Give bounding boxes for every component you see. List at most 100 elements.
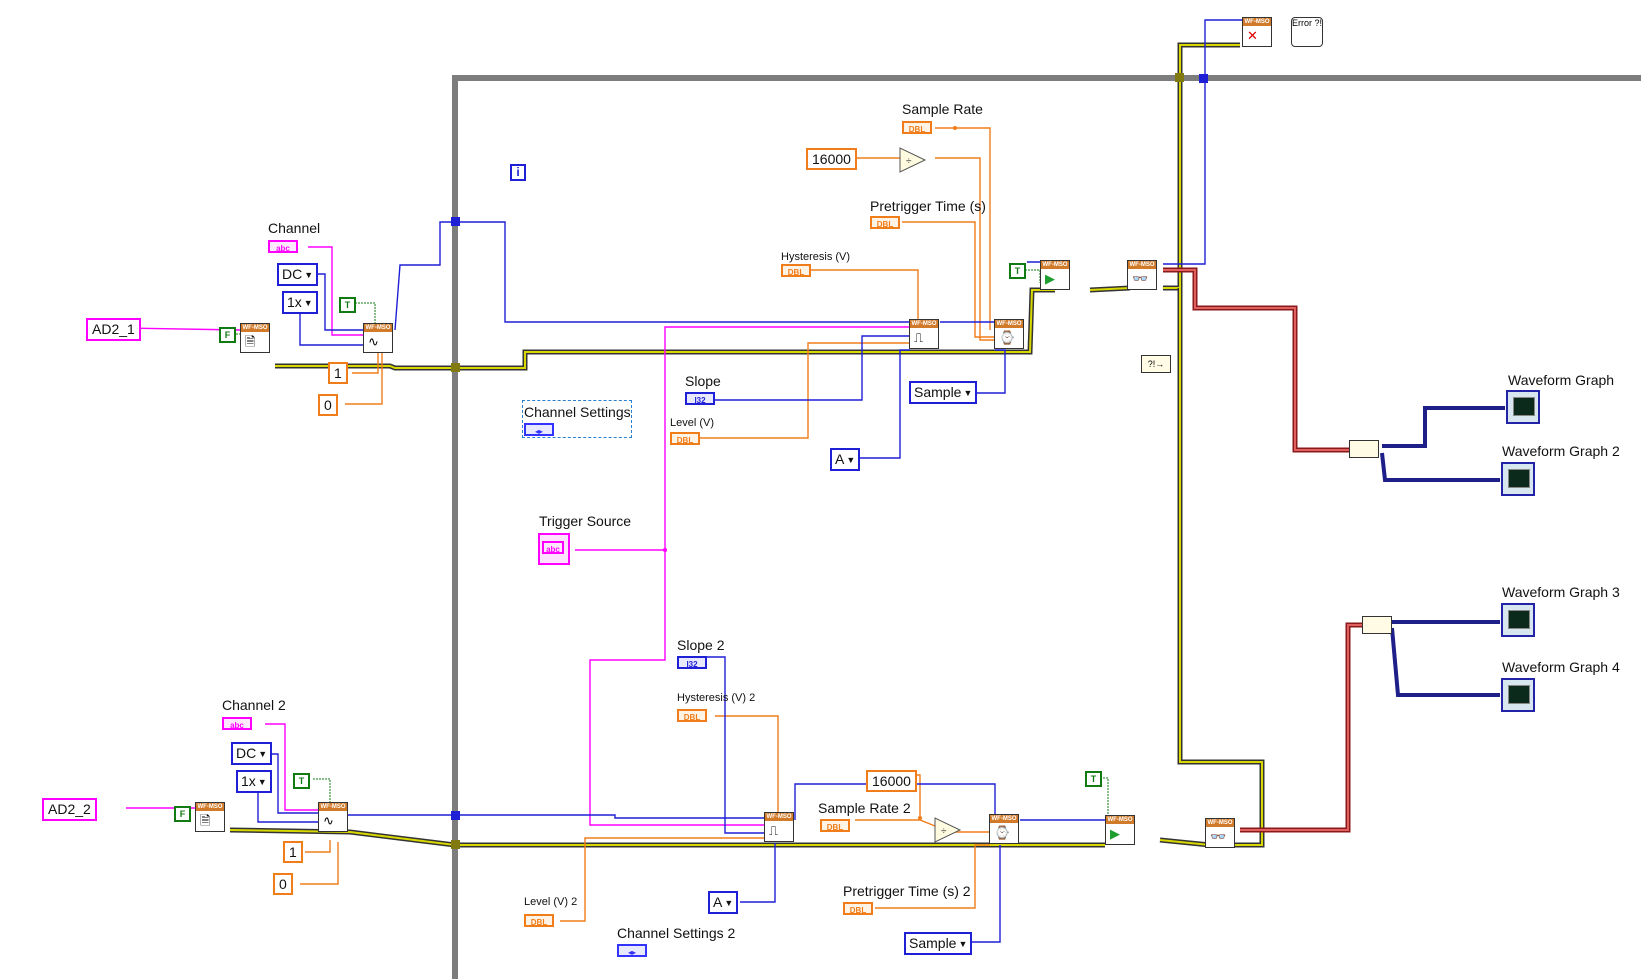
timing-config-icon: ⌚ xyxy=(994,825,1011,840)
probe-ring-2[interactable]: 1x▼ xyxy=(236,770,272,793)
int-wires[interactable] xyxy=(257,19,1246,943)
svg-text:÷: ÷ xyxy=(941,826,947,837)
label-waveform-graph-3: Waveform Graph 3 xyxy=(1502,584,1620,600)
sample-rate-constant-2[interactable]: 16000 xyxy=(866,770,917,792)
configure-timing-vi-1[interactable]: WF-MSO⌚ xyxy=(994,319,1024,349)
channel-settings-selection[interactable] xyxy=(522,400,632,438)
coupling-ring-2[interactable]: DC▼ xyxy=(231,742,273,765)
divide-primitive-1[interactable]: ÷ xyxy=(899,147,927,173)
device-name-2[interactable]: AD2_2 xyxy=(42,798,97,821)
waveform-graph-3[interactable] xyxy=(1501,603,1535,637)
waveform-graph-1[interactable] xyxy=(1506,390,1540,424)
bool-false-constant-1[interactable]: F xyxy=(219,327,236,343)
trigger-source-control[interactable]: abc xyxy=(538,533,570,565)
bool-true-constant-3[interactable]: T xyxy=(1009,263,1026,279)
waveform-wires[interactable] xyxy=(1163,267,1362,833)
error-wires[interactable] xyxy=(229,42,1265,848)
waveform-split-node-1[interactable] xyxy=(1349,440,1379,458)
channel-settings-2-cluster[interactable]: ◂▸ xyxy=(617,944,647,957)
constant-one-a[interactable]: 1 xyxy=(328,362,348,384)
loop-tunnels xyxy=(451,73,1208,849)
label-channel-settings: Channel Settings xyxy=(524,404,631,420)
acquisition-mode-ring-2[interactable]: Sample▼ xyxy=(904,932,973,955)
slope-2-control[interactable]: I32 xyxy=(677,656,707,669)
play-icon: ▶ xyxy=(1045,271,1055,286)
read-glasses-icon: 👓 xyxy=(1132,271,1149,286)
trigger-channel-ring-2[interactable]: A▼ xyxy=(708,891,739,914)
label-channel-2: Channel 2 xyxy=(222,697,286,713)
chevron-down-icon: ▼ xyxy=(846,455,856,465)
device-name-1[interactable]: AD2_1 xyxy=(86,318,141,341)
configure-trigger-vi-2[interactable]: WF-MSO⎍ xyxy=(764,812,794,842)
label-trigger-source: Trigger Source xyxy=(539,513,632,529)
start-acquisition-vi-1[interactable]: WF-MSO▶ xyxy=(1040,260,1070,290)
constant-one-b[interactable]: 1 xyxy=(283,841,303,863)
pretrigger-2-control[interactable]: DBL xyxy=(843,902,873,915)
sample-rate-constant-1[interactable]: 16000 xyxy=(806,148,857,170)
initialize-vi-1[interactable]: WF-MSO🗎 xyxy=(240,323,270,353)
configure-trigger-vi-1[interactable]: WF-MSO⎍ xyxy=(909,319,939,349)
coupling-ring-1[interactable]: DC▼ xyxy=(277,263,319,286)
trigger-channel-ring-1[interactable]: A▼ xyxy=(830,448,861,471)
trigger-config-icon: ⎍ xyxy=(914,330,924,345)
svg-text:÷: ÷ xyxy=(906,156,912,167)
read-waveform-vi-2[interactable]: WF-MSO👓 xyxy=(1205,818,1235,848)
level-control[interactable]: DBL xyxy=(670,432,700,445)
label-channel: Channel xyxy=(268,220,321,236)
bool-true-constant-2[interactable]: T xyxy=(293,773,310,789)
configure-channel-vi-1[interactable]: WF-MSO∿ xyxy=(363,323,393,353)
label-waveform-graph-4: Waveform Graph 4 xyxy=(1502,659,1620,675)
constant-zero-a[interactable]: 0 xyxy=(318,394,338,416)
bool-false-constant-2[interactable]: F xyxy=(174,806,191,822)
label-hysteresis-2: Hysteresis (V) 2 xyxy=(677,692,756,704)
waveform-graph-2[interactable] xyxy=(1501,462,1535,496)
waveform-graph-4[interactable] xyxy=(1501,678,1535,712)
play-icon: ▶ xyxy=(1110,826,1120,841)
configure-channel-vi-2[interactable]: WF-MSO∿ xyxy=(318,802,348,832)
bool-true-constant-4[interactable]: T xyxy=(1085,771,1102,787)
bool-true-constant-1[interactable]: T xyxy=(339,297,356,313)
acquisition-mode-ring-1[interactable]: Sample▼ xyxy=(909,381,978,404)
waveform-split-node-2[interactable] xyxy=(1362,616,1392,634)
channel2-string-terminal[interactable]: abc xyxy=(222,717,252,730)
chevron-down-icon: ▼ xyxy=(258,749,268,759)
graph-wires[interactable] xyxy=(1380,406,1505,697)
label-waveform-graph: Waveform Graph xyxy=(1508,372,1615,388)
loop-iteration-terminal[interactable]: i xyxy=(510,164,526,181)
divide-primitive-2[interactable]: ÷ xyxy=(934,817,962,843)
channel-settings-cluster[interactable]: ◂▸ xyxy=(524,423,554,436)
trigger-config-icon: ⎍ xyxy=(769,823,779,838)
pretrigger-control[interactable]: DBL xyxy=(870,216,900,229)
hysteresis-control[interactable]: DBL xyxy=(781,264,811,277)
initialize-vi-2[interactable]: WF-MSO🗎 xyxy=(195,802,225,832)
channel-string-terminal[interactable]: abc xyxy=(268,240,298,253)
while-loop-frame[interactable] xyxy=(452,75,1641,979)
label-channel-settings-2: Channel Settings 2 xyxy=(617,925,736,941)
probe-ring-1[interactable]: 1x▼ xyxy=(282,291,318,314)
start-acquisition-vi-2[interactable]: WF-MSO▶ xyxy=(1105,815,1135,845)
sample-rate-indicator: DBL xyxy=(902,121,932,134)
read-waveform-vi-1[interactable]: WF-MSO👓 xyxy=(1127,260,1157,290)
channel-config-icon: ∿ xyxy=(368,334,379,349)
read-glasses-icon: 👓 xyxy=(1210,829,1227,844)
channel-config-icon: ∿ xyxy=(323,813,334,828)
sample-rate-2-indicator: DBL xyxy=(820,819,850,832)
label-sample-rate-2: Sample Rate 2 xyxy=(818,800,911,816)
slope-control[interactable]: I32 xyxy=(685,392,715,405)
string-wires[interactable] xyxy=(125,246,910,826)
label-slope-2: Slope 2 xyxy=(677,637,725,653)
label-pretrigger: Pretrigger Time (s) xyxy=(870,198,986,214)
dbl-wires[interactable] xyxy=(300,127,995,922)
chevron-down-icon: ▼ xyxy=(724,898,734,908)
stop-unbundle-node[interactable]: ?!→ xyxy=(1141,355,1171,373)
configure-timing-vi-2[interactable]: WF-MSO⌚ xyxy=(989,814,1019,844)
close-icon: ✕ xyxy=(1247,28,1258,43)
simple-error-handler[interactable]: Error ?! xyxy=(1291,17,1323,47)
hysteresis-2-control[interactable]: DBL xyxy=(677,709,707,722)
level-2-control[interactable]: DBL xyxy=(524,914,554,927)
constant-zero-b[interactable]: 0 xyxy=(273,873,293,895)
chevron-down-icon: ▼ xyxy=(257,777,267,787)
close-vi[interactable]: WF-MSO✕ xyxy=(1242,17,1272,47)
label-level-2: Level (V) 2 xyxy=(524,896,578,908)
